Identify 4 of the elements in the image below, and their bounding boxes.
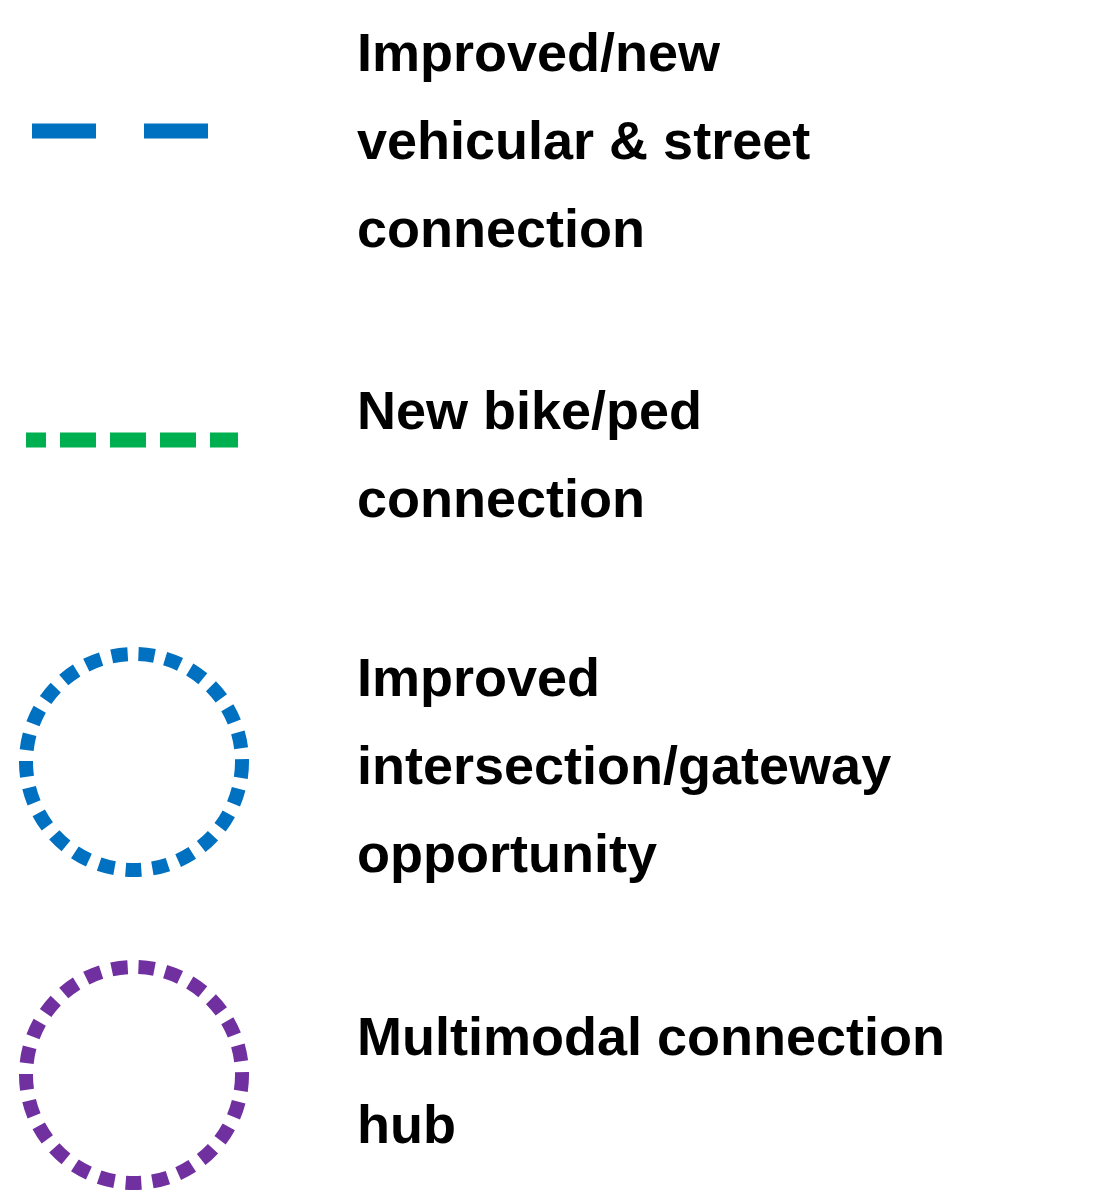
legend-text: New bike/ped connection [357,379,704,530]
legend-text: Multimodal connection hub [357,1005,946,1156]
legend-text: Improved intersection/gateway opportunity [357,646,893,885]
legend-text: Improved/new vehicular & street connection [357,21,812,260]
